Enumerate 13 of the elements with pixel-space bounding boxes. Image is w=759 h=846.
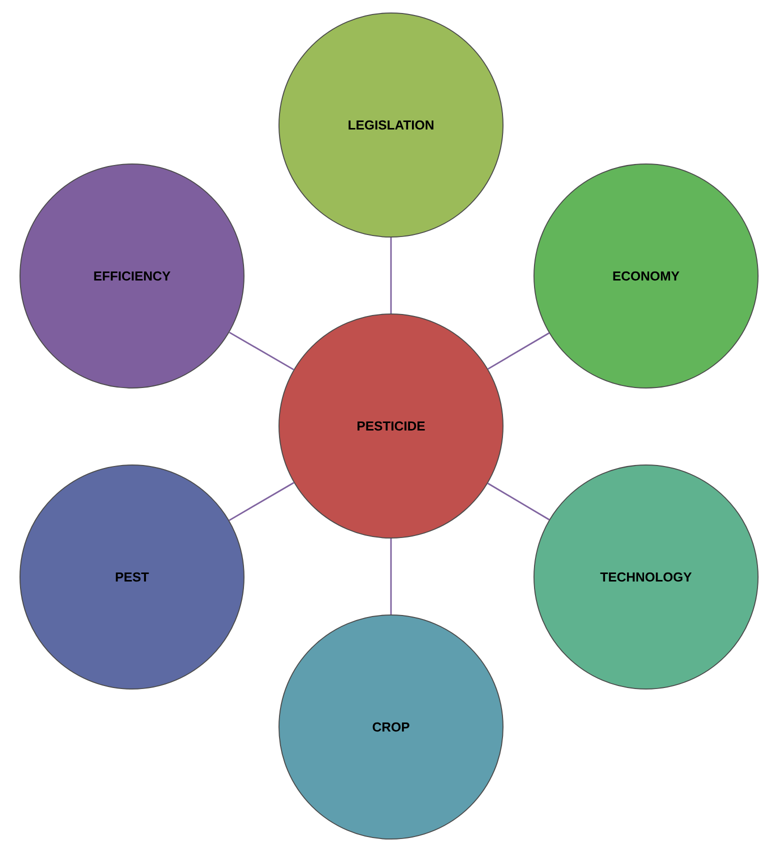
connector-line bbox=[228, 332, 294, 370]
connector-line bbox=[487, 482, 550, 520]
circle-node: CROP bbox=[278, 614, 504, 840]
circle-node: LEGISLATION bbox=[278, 12, 504, 238]
circle-node: TECHNOLOGY bbox=[534, 464, 758, 690]
connector-line bbox=[488, 332, 550, 370]
circle-node: PEST bbox=[20, 464, 244, 690]
circle-node: ECONOMY bbox=[534, 164, 758, 388]
connector-line bbox=[228, 482, 294, 521]
connector-line bbox=[390, 538, 392, 614]
circle-node: PESTICIDE bbox=[278, 314, 504, 538]
connector-line bbox=[390, 238, 392, 314]
circle-node: EFFICIENCY bbox=[20, 164, 244, 388]
